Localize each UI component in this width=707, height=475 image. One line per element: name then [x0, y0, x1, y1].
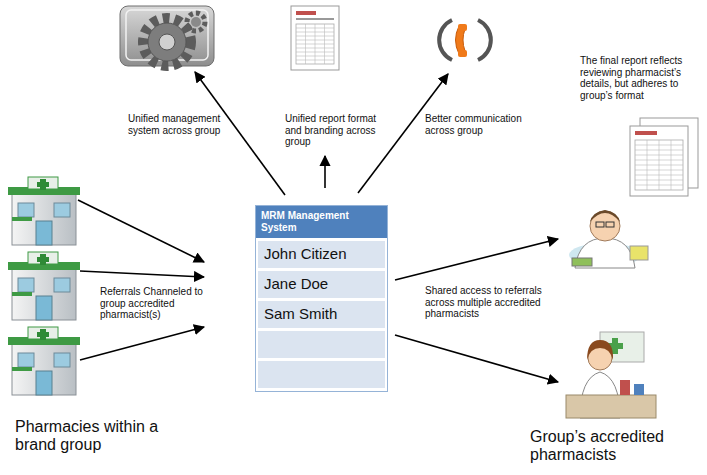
- empty-row: [258, 331, 385, 358]
- gear-icon: [120, 6, 214, 66]
- pharmacy-building: [37, 179, 49, 190]
- pharmacy-building: [28, 252, 58, 264]
- pharmacy-building: [12, 367, 32, 371]
- pharmacist-figure: [590, 210, 620, 222]
- pharmacist-figure: [590, 211, 620, 241]
- gear-icon: [148, 23, 186, 61]
- report-pages: [659, 140, 660, 190]
- record-row: Sam Smith: [258, 301, 385, 328]
- report-pages: [630, 118, 698, 196]
- pharmacist-figure: [566, 332, 656, 418]
- flow-arrow: [78, 200, 204, 262]
- report-pages: [635, 140, 683, 190]
- report-pages: [647, 140, 648, 190]
- pharmacy-building: [8, 177, 80, 245]
- phone-icon: [478, 20, 491, 60]
- pharmacy-building: [37, 254, 49, 265]
- phone-icon: [439, 20, 491, 60]
- pharmacy-building: [12, 343, 76, 395]
- group-caption: Group’s accredited pharmacists: [530, 428, 702, 465]
- flow-arrow: [80, 271, 204, 277]
- pharmacy-building: [12, 292, 32, 296]
- gear-icon: [143, 18, 191, 66]
- note-text: The final report reflects reviewing phar…: [580, 55, 704, 101]
- pharmacist-figure: [587, 340, 613, 360]
- callout-text: Referrals Channeled to group accredited …: [100, 286, 208, 321]
- flow-arrow: [78, 72, 558, 382]
- pharmacist-figure: [566, 395, 656, 418]
- pharmacy-building: [28, 177, 58, 189]
- pharmacy-building: [28, 327, 58, 339]
- report-icon: [315, 24, 316, 64]
- report-pages: [671, 140, 672, 190]
- pharmacy-building: [18, 278, 34, 292]
- pharmacy-building: [18, 353, 34, 367]
- phone-icon: [458, 24, 467, 31]
- report-pages: [635, 140, 683, 190]
- pharmacy-building: [37, 329, 49, 340]
- callout-text: Unified report format and branding acros…: [285, 113, 393, 148]
- pharmacy-building: [18, 203, 34, 217]
- report-icon: [291, 6, 339, 70]
- panel-heading: MRM Management System: [256, 206, 387, 238]
- report-icon: [291, 6, 339, 70]
- empty-row: [258, 361, 385, 388]
- pharmacy-building: [36, 296, 52, 320]
- callout-text: Better communication across group: [425, 113, 525, 136]
- report-icon: [324, 24, 325, 64]
- pharmacy-building: [54, 203, 70, 217]
- pharmacist-figure: [606, 222, 614, 227]
- pharmacy-building: [54, 278, 70, 292]
- record-row: Jane Doe: [258, 271, 385, 298]
- report-icon: [296, 18, 334, 20]
- row-text: Sam Smith: [264, 305, 379, 323]
- pharmacist-figure: [569, 210, 648, 268]
- gear-icon: [120, 6, 214, 66]
- pharmacist-figure: [634, 384, 644, 395]
- pharmacist-figure: [596, 222, 604, 227]
- row-text: John Citizen: [264, 245, 379, 263]
- record-row: John Citizen: [258, 241, 385, 268]
- phone-icon: [458, 50, 467, 57]
- report-icon: [296, 24, 334, 64]
- callout-text: Shared access to referrals across multip…: [425, 285, 553, 320]
- pharmacy-building: [8, 252, 80, 320]
- pharmacy-building: [36, 221, 52, 245]
- pharmacist-figure: [620, 380, 630, 395]
- pharmacy-building: [12, 268, 76, 320]
- pharmacy-building: [12, 193, 76, 245]
- pharmacy-building: [8, 327, 80, 395]
- pharmacist-figure: [572, 258, 592, 266]
- pharmacy-building: [36, 371, 52, 395]
- pharmacist-figure: [630, 246, 648, 260]
- gear-icon: [187, 13, 205, 31]
- flow-arrow: [395, 335, 558, 382]
- report-pages: [630, 126, 688, 196]
- flow-arrow: [80, 327, 204, 360]
- report-icon: [296, 24, 334, 64]
- pharmacy-building: [54, 353, 70, 367]
- pharmacy-building: [12, 217, 32, 221]
- row-text: Jane Doe: [264, 275, 379, 293]
- flow-arrow: [324, 156, 326, 188]
- report-icon: [305, 24, 306, 64]
- gear-icon: [191, 17, 201, 27]
- callout-text: Unified management system across group: [128, 113, 228, 136]
- report-icon: [296, 11, 316, 15]
- report-pages: [635, 131, 657, 135]
- system-panel: MRM Management SystemJohn CitizenJane Do…: [255, 205, 388, 392]
- gear-icon: [159, 34, 175, 50]
- phone-icon: [439, 20, 452, 60]
- flow-arrow: [395, 239, 558, 280]
- group-caption: Pharmacies within a brand group: [15, 418, 190, 455]
